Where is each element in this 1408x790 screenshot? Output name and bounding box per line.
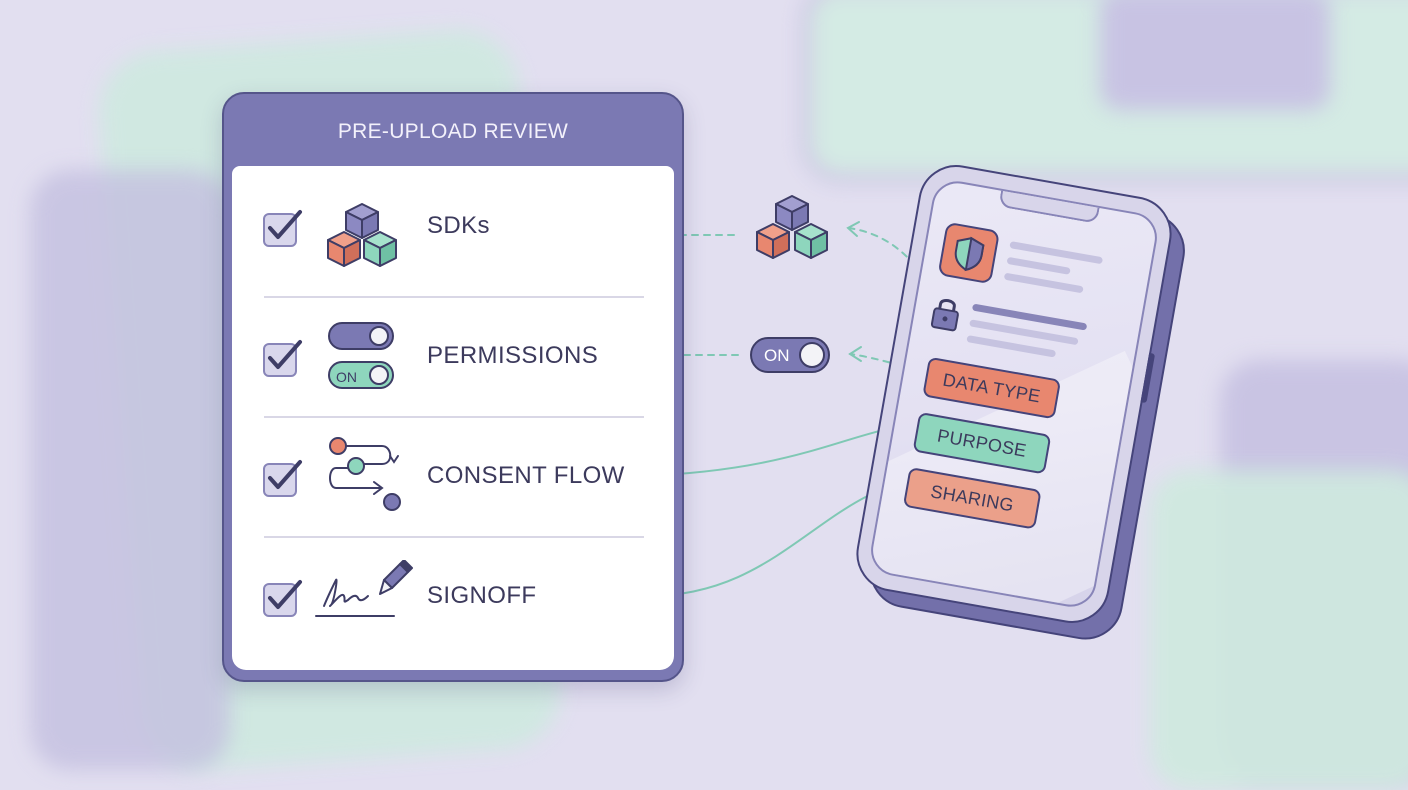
checklist-item-signoff[interactable]: SIGNOFF [232, 536, 674, 656]
tag-data-type: DATA TYPE [922, 356, 1062, 420]
placeholder-line [1006, 256, 1071, 275]
item-label-sdks: SDKs [427, 212, 490, 239]
item-label-signoff: SIGNOFF [427, 582, 537, 609]
checkbox-checked-icon[interactable] [262, 208, 306, 248]
cubes-icon [327, 203, 397, 267]
lock-icon [930, 298, 959, 332]
toggle-icon-label: ON [336, 369, 357, 385]
row-divider [264, 296, 644, 298]
signature-pen-icon [315, 560, 413, 617]
flow-icon [329, 437, 401, 511]
checkbox-checked-icon[interactable] [262, 458, 306, 498]
phone-notch [998, 188, 1100, 224]
checklist-item-consent-flow[interactable]: CONSENT FLOW [232, 416, 674, 536]
checkbox-checked-icon[interactable] [262, 338, 306, 378]
bg-shape-purple-top [1100, 0, 1330, 110]
bg-shape-purple-left [30, 170, 230, 770]
checklist-item-permissions[interactable]: ON PERMISSIONS [232, 296, 674, 416]
checklist-item-sdks[interactable]: SDKs [232, 166, 674, 286]
toggle-on-label: ON [764, 346, 790, 365]
pre-upload-review-card: PRE-UPLOAD REVIEW [222, 92, 684, 682]
cubes-icon-floating [756, 195, 828, 259]
phone-screen: DATA TYPE PURPOSE SHARING [867, 177, 1161, 611]
permission-toggle-on[interactable]: ON [750, 337, 830, 373]
toggle-knob [799, 342, 825, 368]
arrowhead-toggle [848, 346, 862, 362]
app-icon-tile [937, 221, 1001, 285]
shield-icon [954, 236, 985, 272]
row-divider [264, 536, 644, 538]
connector-layer [510, 195, 949, 604]
placeholder-line [1003, 272, 1084, 294]
item-label-consent-flow: CONSENT FLOW [427, 462, 625, 489]
review-checklist: SDKs ON PERMISSIONS [232, 166, 674, 670]
phone-body: DATA TYPE PURPOSE SHARING [850, 159, 1178, 629]
arrowhead-cubes [846, 221, 860, 237]
phone-illustration: DATA TYPE PURPOSE SHARING [850, 159, 1191, 646]
bg-shape-mint-right [1150, 470, 1408, 790]
toggles-icon [328, 322, 394, 389]
checkbox-checked-icon[interactable] [262, 578, 306, 618]
item-label-permissions: PERMISSIONS [427, 342, 599, 369]
row-divider [264, 416, 644, 418]
card-title: PRE-UPLOAD REVIEW [337, 120, 569, 143]
